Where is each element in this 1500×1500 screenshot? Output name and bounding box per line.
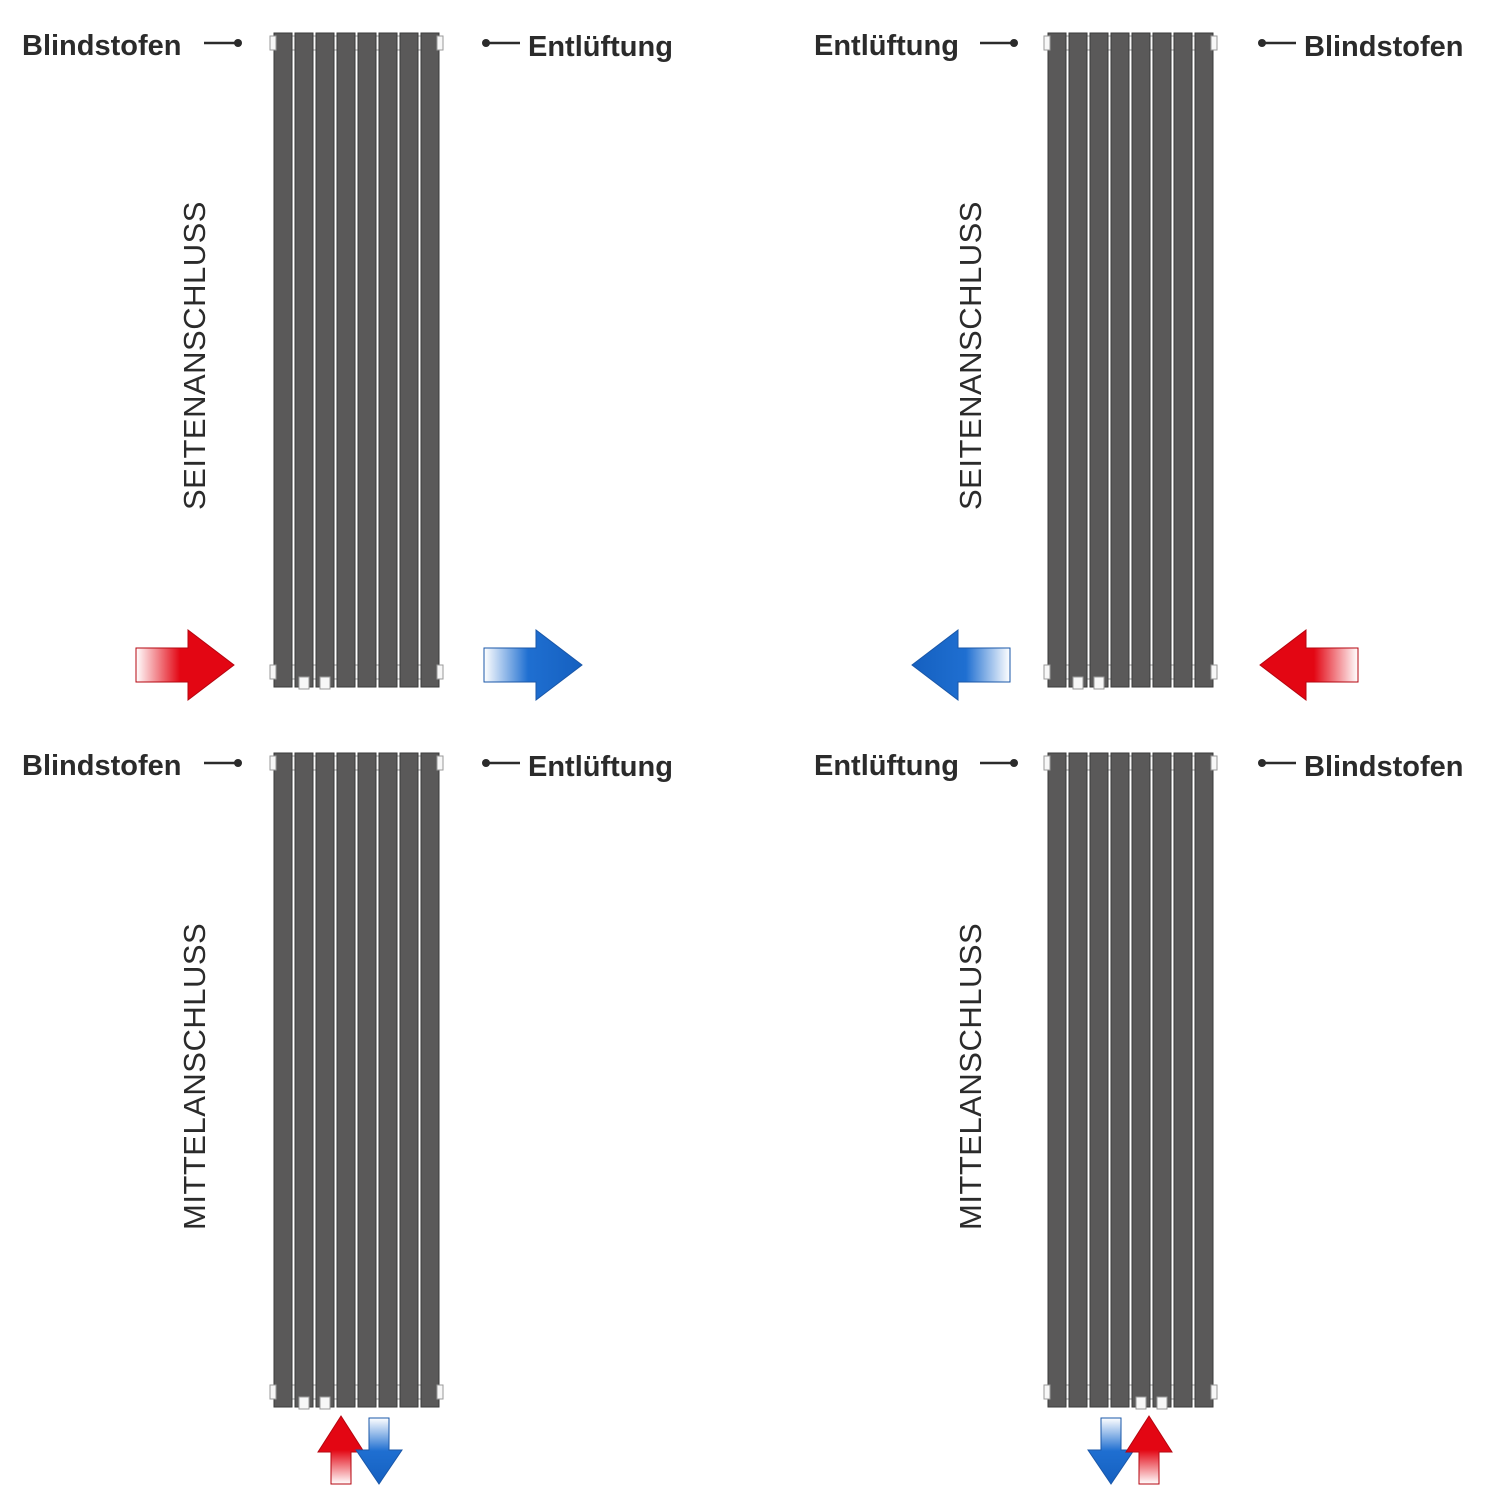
cold-return-arrow [1087, 1417, 1135, 1485]
hot-supply-arrow [317, 1415, 365, 1485]
cold-return-arrow [483, 628, 583, 702]
radiator-tube [1047, 752, 1067, 1408]
radiator-tube [1152, 32, 1172, 688]
radiator-tube [1194, 752, 1214, 1408]
radiator-tube [273, 32, 293, 688]
radiator-tube [420, 752, 440, 1408]
pipe-connector [298, 1396, 310, 1410]
hot-supply-arrow [1259, 628, 1359, 702]
radiator-tube [357, 32, 377, 688]
end-cap [1210, 35, 1218, 51]
panel-top-right: Entlüftung Blindstofen SEITENANSCHLUSS [814, 30, 1464, 702]
connection-type-label: MITTELANSCHLUSS [177, 923, 212, 1230]
radiator-tube [378, 752, 398, 1408]
radiator-tube [294, 752, 314, 1408]
blindstopfen-label: Blindstofen [22, 30, 182, 62]
radiator-tube [420, 32, 440, 688]
cold-return-arrow [355, 1417, 403, 1485]
connection-type-label: SEITENANSCHLUSS [177, 201, 212, 510]
radiator-tube [336, 32, 356, 688]
radiator-tube [1131, 752, 1151, 1408]
radiator-tube [294, 32, 314, 688]
pipe-connector [1135, 1396, 1147, 1410]
radiator [1043, 752, 1218, 1410]
radiator-tube [1110, 32, 1130, 688]
radiator-tube [378, 32, 398, 688]
entlueftung-label: Entlüftung [814, 30, 959, 62]
radiator-tube [399, 752, 419, 1408]
panel-bottom-left: Blindstofen Entlüftung MITTELANSCHLUSS [22, 750, 673, 1485]
end-cap [269, 755, 277, 771]
leader-dot [234, 759, 242, 767]
radiator-tube [1110, 752, 1130, 1408]
leader-dot [1258, 39, 1266, 47]
hot-supply-arrow [135, 628, 235, 702]
pipe-connector [1156, 1396, 1168, 1410]
blindstopfen-label: Blindstofen [22, 750, 182, 782]
radiator-tube [1194, 32, 1214, 688]
radiator-tube [399, 32, 419, 688]
connection-type-label: MITTELANSCHLUSS [953, 923, 988, 1230]
radiator-tube [1131, 32, 1151, 688]
leader-dot [482, 759, 490, 767]
radiator-tube [273, 752, 293, 1408]
radiator-tube [1089, 752, 1109, 1408]
pipe-connector [1093, 676, 1105, 690]
blindstopfen-label: Blindstofen [1304, 31, 1464, 63]
connection-type-label: SEITENANSCHLUSS [953, 201, 988, 510]
end-cap [1043, 1384, 1051, 1400]
end-cap [436, 755, 444, 771]
end-cap [1210, 664, 1218, 680]
radiator-tube [315, 752, 335, 1408]
end-cap [269, 664, 277, 680]
blindstopfen-label: Blindstofen [1304, 751, 1464, 783]
pipe-connector [1072, 676, 1084, 690]
radiator [1043, 32, 1218, 690]
radiator-tube [1068, 32, 1088, 688]
radiator-tube [1047, 32, 1067, 688]
end-cap [436, 664, 444, 680]
entlueftung-label: Entlüftung [528, 31, 673, 63]
radiator-tube [357, 752, 377, 1408]
end-cap [1043, 755, 1051, 771]
pipe-connector [319, 676, 331, 690]
leader-dot [1010, 759, 1018, 767]
radiator-tube [1173, 32, 1193, 688]
entlueftung-label: Entlüftung [528, 751, 673, 783]
end-cap [1210, 1384, 1218, 1400]
leader-dot [1258, 759, 1266, 767]
radiator-tube [336, 752, 356, 1408]
cold-return-arrow [911, 628, 1011, 702]
leader-dot [1010, 39, 1018, 47]
pipe-connector [319, 1396, 331, 1410]
panel-bottom-right: Entlüftung Blindstofen MITTELANSCHLUSS [814, 750, 1464, 1485]
leader-dot [234, 39, 242, 47]
leader-dot [482, 39, 490, 47]
end-cap [1210, 755, 1218, 771]
hot-supply-arrow [1125, 1415, 1173, 1485]
radiator-tube [315, 32, 335, 688]
pipe-connector [298, 676, 310, 690]
radiator-tube [1152, 752, 1172, 1408]
end-cap [436, 1384, 444, 1400]
end-cap [269, 1384, 277, 1400]
panel-top-left: Blindstofen Entlüftung SEITENANSCHLUSS [22, 30, 673, 702]
radiator-tube [1068, 752, 1088, 1408]
end-cap [269, 35, 277, 51]
entlueftung-label: Entlüftung [814, 750, 959, 782]
radiator [269, 752, 444, 1410]
end-cap [1043, 664, 1051, 680]
end-cap [1043, 35, 1051, 51]
radiator [269, 32, 444, 690]
radiator-tube [1173, 752, 1193, 1408]
radiator-tube [1089, 32, 1109, 688]
end-cap [436, 35, 444, 51]
